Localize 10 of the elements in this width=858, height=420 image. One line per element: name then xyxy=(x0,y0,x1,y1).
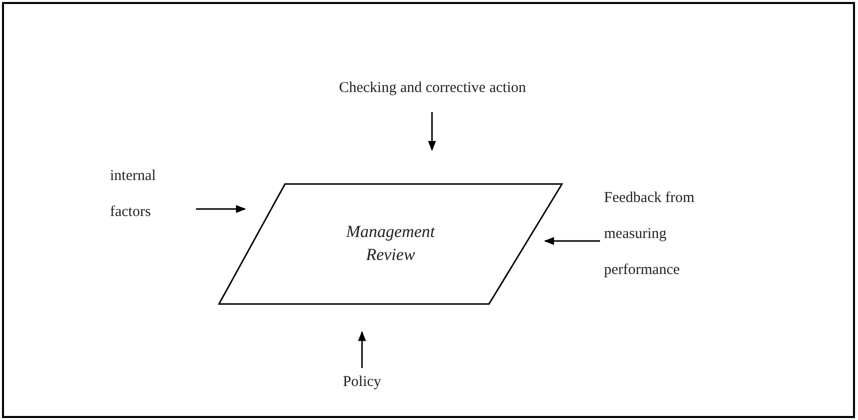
text-label: internal factors xyxy=(110,158,194,228)
text-label: Checking and corrective action xyxy=(300,78,565,100)
parallelogram-shape xyxy=(218,183,563,305)
arrow xyxy=(358,331,366,368)
arrow xyxy=(196,205,246,213)
arrow xyxy=(428,112,436,151)
shape-label: Management Review xyxy=(345,221,436,266)
arrow xyxy=(544,237,600,245)
text-label: Policy xyxy=(330,372,394,394)
text-label: Feedback from measuring performance xyxy=(604,180,716,300)
